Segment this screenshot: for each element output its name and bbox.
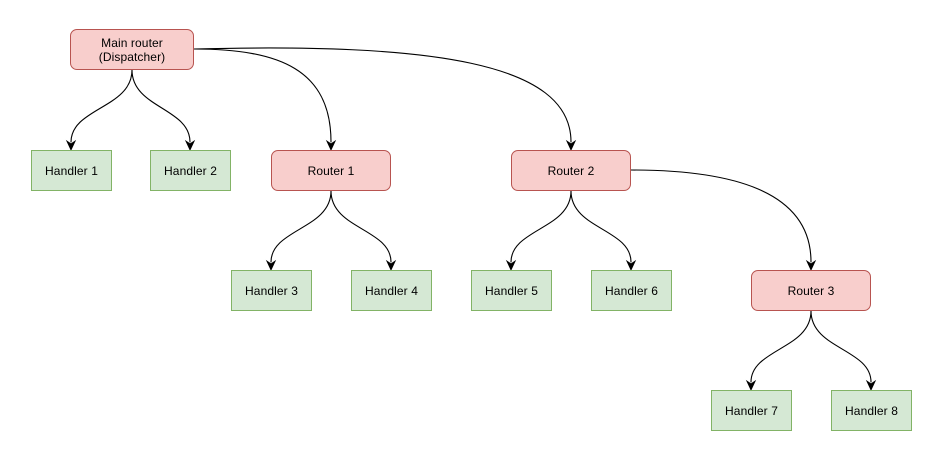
node-handler-4[interactable]: Handler 4 (351, 270, 432, 311)
node-label: Main router (Dispatcher) (98, 35, 166, 64)
edge-router-3-to-handler-8 (810, 310, 877, 391)
edge-main-router-to-handler-1 (65, 69, 133, 151)
node-label: Handler 8 (845, 403, 898, 418)
node-handler-7[interactable]: Handler 7 (711, 390, 792, 431)
node-label: Router 1 (307, 163, 355, 178)
node-main-router[interactable]: Main router (Dispatcher) (70, 29, 194, 70)
node-handler-3[interactable]: Handler 3 (231, 270, 312, 311)
edge-main-router-to-handler-2 (131, 69, 196, 151)
node-label: Handler 7 (725, 403, 778, 418)
node-label: Handler 2 (164, 163, 217, 178)
edge-router-1-to-handler-4 (330, 190, 397, 271)
edge-main-router-to-router-2 (193, 47, 577, 151)
node-label: Router 3 (787, 283, 835, 298)
edge-router-1-to-handler-3 (265, 190, 332, 271)
edge-router-2-to-router-3 (630, 169, 817, 271)
node-handler-5[interactable]: Handler 5 (471, 270, 552, 311)
node-router-1[interactable]: Router 1 (271, 150, 391, 191)
node-label: Router 2 (547, 163, 595, 178)
node-label: Handler 4 (365, 283, 418, 298)
node-handler-6[interactable]: Handler 6 (591, 270, 672, 311)
node-label: Handler 5 (485, 283, 538, 298)
edge-router-3-to-handler-7 (745, 310, 812, 391)
edge-router-2-to-handler-5 (505, 190, 572, 271)
node-label: Handler 1 (45, 163, 98, 178)
node-handler-2[interactable]: Handler 2 (150, 150, 231, 191)
edge-main-router-to-router-1 (193, 48, 337, 151)
node-handler-8[interactable]: Handler 8 (831, 390, 912, 431)
node-router-3[interactable]: Router 3 (751, 270, 871, 311)
edge-router-2-to-handler-6 (570, 190, 637, 271)
node-label: Handler 6 (605, 283, 658, 298)
node-handler-1[interactable]: Handler 1 (31, 150, 112, 191)
node-label: Handler 3 (245, 283, 298, 298)
node-router-2[interactable]: Router 2 (511, 150, 631, 191)
